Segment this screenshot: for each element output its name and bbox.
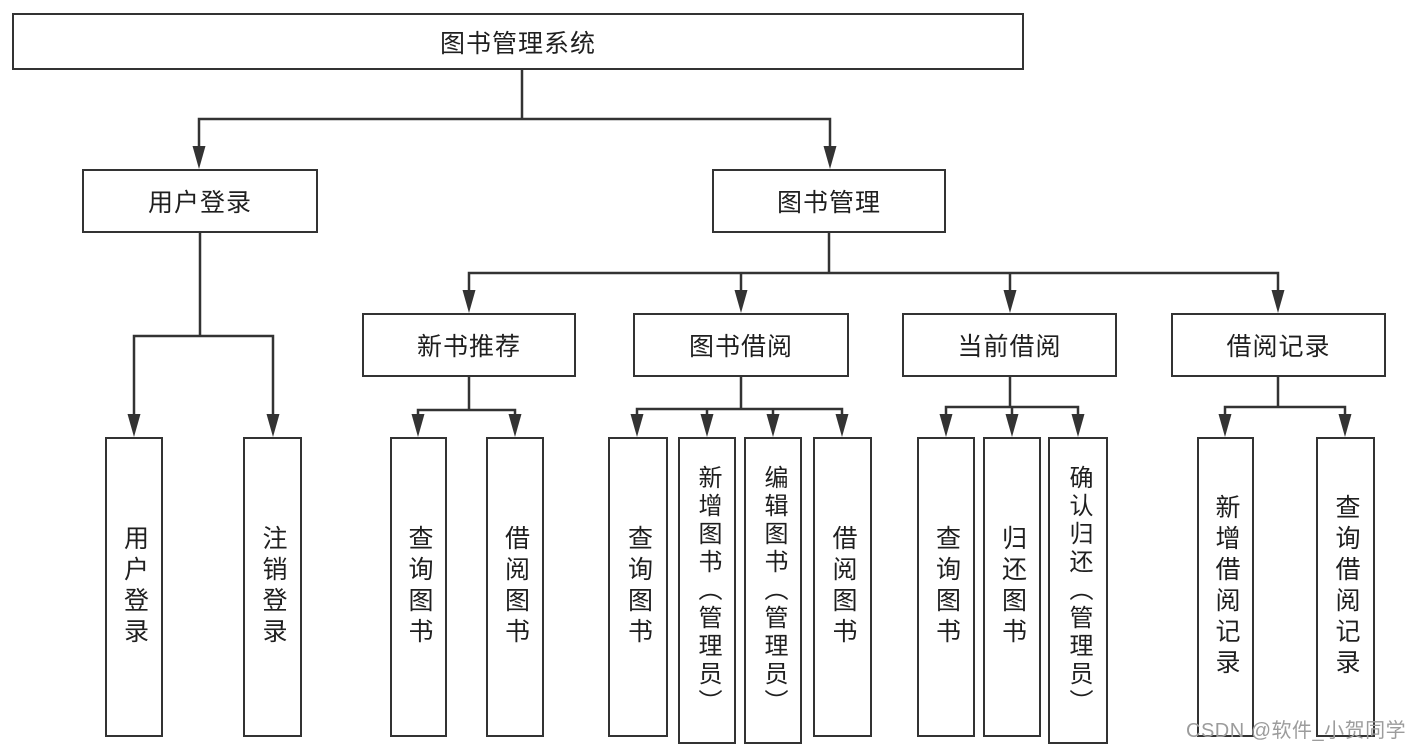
leaf-query-book-borrowing-label: 查询图书 bbox=[624, 525, 653, 649]
leaf-query-book-recommend-label: 查询图书 bbox=[405, 525, 433, 649]
node-new-book-recommendation-label: 新书推荐 bbox=[416, 333, 521, 361]
leaf-add-book-admin-label: 新增图书（管理员） bbox=[694, 464, 721, 717]
leaf-edit-book-admin: 编辑图书（管理员） bbox=[744, 437, 802, 744]
leaf-add-book-admin: 新增图书（管理员） bbox=[678, 437, 736, 744]
leaf-query-book-current-label: 查询图书 bbox=[932, 525, 961, 649]
leaf-borrow-book-recommend-label: 借阅图书 bbox=[501, 525, 530, 649]
node-current-borrowing-label: 当前借阅 bbox=[957, 333, 1062, 361]
node-root: 图书管理系统 bbox=[12, 13, 1024, 70]
leaf-query-book-current: 查询图书 bbox=[917, 437, 975, 737]
node-book-borrowing: 图书借阅 bbox=[633, 313, 849, 377]
node-borrowing-records: 借阅记录 bbox=[1171, 313, 1386, 377]
node-root-label: 图书管理系统 bbox=[439, 29, 596, 58]
watermark: CSDN @软件_小贺同学 bbox=[1186, 720, 1405, 742]
leaf-borrow-book-borrowing: 借阅图书 bbox=[813, 437, 872, 737]
node-book-management: 图书管理 bbox=[712, 169, 946, 233]
leaf-user-login-label: 用户登录 bbox=[120, 525, 149, 649]
leaf-query-borrow-record: 查询借阅记录 bbox=[1316, 437, 1375, 737]
leaf-query-book-recommend: 查询图书 bbox=[390, 437, 447, 737]
node-user-login: 用户登录 bbox=[82, 169, 318, 233]
node-book-management-label: 图书管理 bbox=[776, 189, 881, 217]
leaf-borrow-book-recommend: 借阅图书 bbox=[486, 437, 544, 737]
node-new-book-recommendation: 新书推荐 bbox=[362, 313, 576, 377]
leaf-confirm-return-admin: 确认归还（管理员） bbox=[1048, 437, 1108, 744]
leaf-logout: 注销登录 bbox=[243, 437, 302, 737]
leaf-edit-book-admin-label: 编辑图书（管理员） bbox=[760, 464, 787, 717]
leaf-add-borrow-record-label: 新增借阅记录 bbox=[1212, 494, 1240, 680]
leaf-return-book: 归还图书 bbox=[983, 437, 1041, 737]
leaf-add-borrow-record: 新增借阅记录 bbox=[1197, 437, 1254, 737]
leaf-logout-label: 注销登录 bbox=[259, 525, 287, 649]
node-current-borrowing: 当前借阅 bbox=[902, 313, 1117, 377]
connector-strokes bbox=[132, 68, 1347, 416]
leaf-confirm-return-admin-label: 确认归还（管理员） bbox=[1065, 464, 1092, 717]
node-borrowing-records-label: 借阅记录 bbox=[1226, 333, 1331, 361]
leaf-borrow-book-borrowing-label: 借阅图书 bbox=[829, 525, 857, 649]
leaf-user-login: 用户登录 bbox=[105, 437, 163, 737]
arrowheads bbox=[127, 146, 1352, 437]
leaf-return-book-label: 归还图书 bbox=[998, 525, 1027, 649]
leaf-query-book-borrowing: 查询图书 bbox=[608, 437, 668, 737]
node-user-login-label: 用户登录 bbox=[147, 189, 252, 217]
node-book-borrowing-label: 图书借阅 bbox=[688, 333, 793, 361]
leaf-query-borrow-record-label: 查询借阅记录 bbox=[1332, 494, 1360, 680]
